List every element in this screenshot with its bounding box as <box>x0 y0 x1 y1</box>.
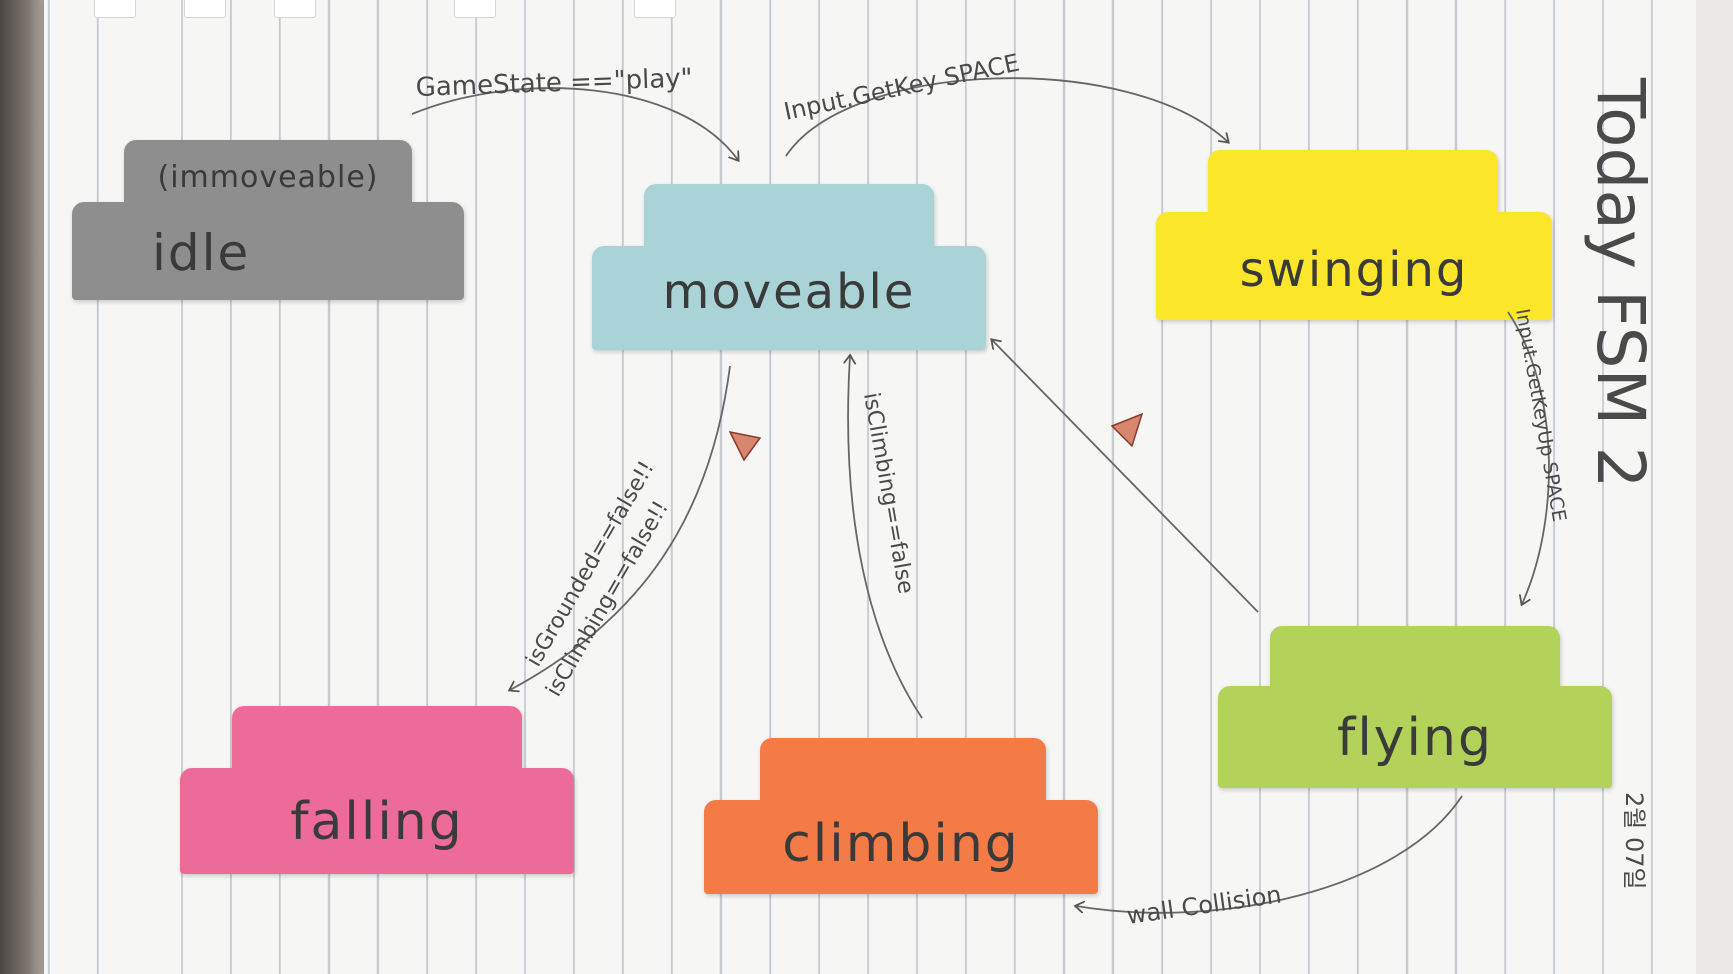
state-idle: (immoveable) idle <box>72 140 464 300</box>
state-flying: flying <box>1218 626 1612 788</box>
state-label: falling <box>290 792 464 852</box>
label-flying-to-climbing: wall Collision <box>1125 881 1283 930</box>
arrow-moveable-to-swinging <box>785 77 1228 157</box>
page-title: Today FSM 2 <box>1582 77 1659 488</box>
arrow-climbing-to-moveable <box>848 356 923 719</box>
state-falling: falling <box>180 706 574 874</box>
binder-hole <box>274 0 316 18</box>
label-moveable-to-swinging: Input.GetKey SPACE <box>781 49 1021 126</box>
red-mark-icon <box>728 430 762 462</box>
state-label: moveable <box>662 264 916 320</box>
arrow-moveable-to-falling <box>510 365 731 690</box>
arrow-flying-to-moveable <box>992 340 1259 613</box>
date-label: 2월 07일 <box>1620 792 1648 890</box>
state-note: (immoveable) <box>157 160 379 195</box>
red-mark-icon <box>1110 412 1144 448</box>
state-label: flying <box>1337 708 1493 768</box>
binder-hole <box>634 0 676 18</box>
state-climbing: climbing <box>704 738 1098 894</box>
notebook-edge <box>0 0 44 974</box>
binder-hole <box>94 0 136 18</box>
label-climbing-to-moveable: isClimbing==false <box>858 391 918 596</box>
label-idle-to-moveable: GameState =="play" <box>415 63 693 103</box>
binder-hole <box>184 0 226 18</box>
arrow-flying-to-climbing <box>1076 795 1463 914</box>
state-swinging: swinging <box>1156 150 1552 320</box>
paper-margin <box>1696 0 1733 974</box>
label-swinging-to-flying: Input.GetKeyUp SPACE <box>1511 307 1570 523</box>
state-label: swinging <box>1239 242 1469 298</box>
state-moveable: moveable <box>592 184 986 350</box>
state-label: idle <box>152 224 251 282</box>
arrow-swinging-to-flying <box>1507 311 1550 604</box>
arrow-idle-to-moveable <box>411 87 738 160</box>
state-label: climbing <box>782 814 1020 874</box>
binder-hole <box>454 0 496 18</box>
